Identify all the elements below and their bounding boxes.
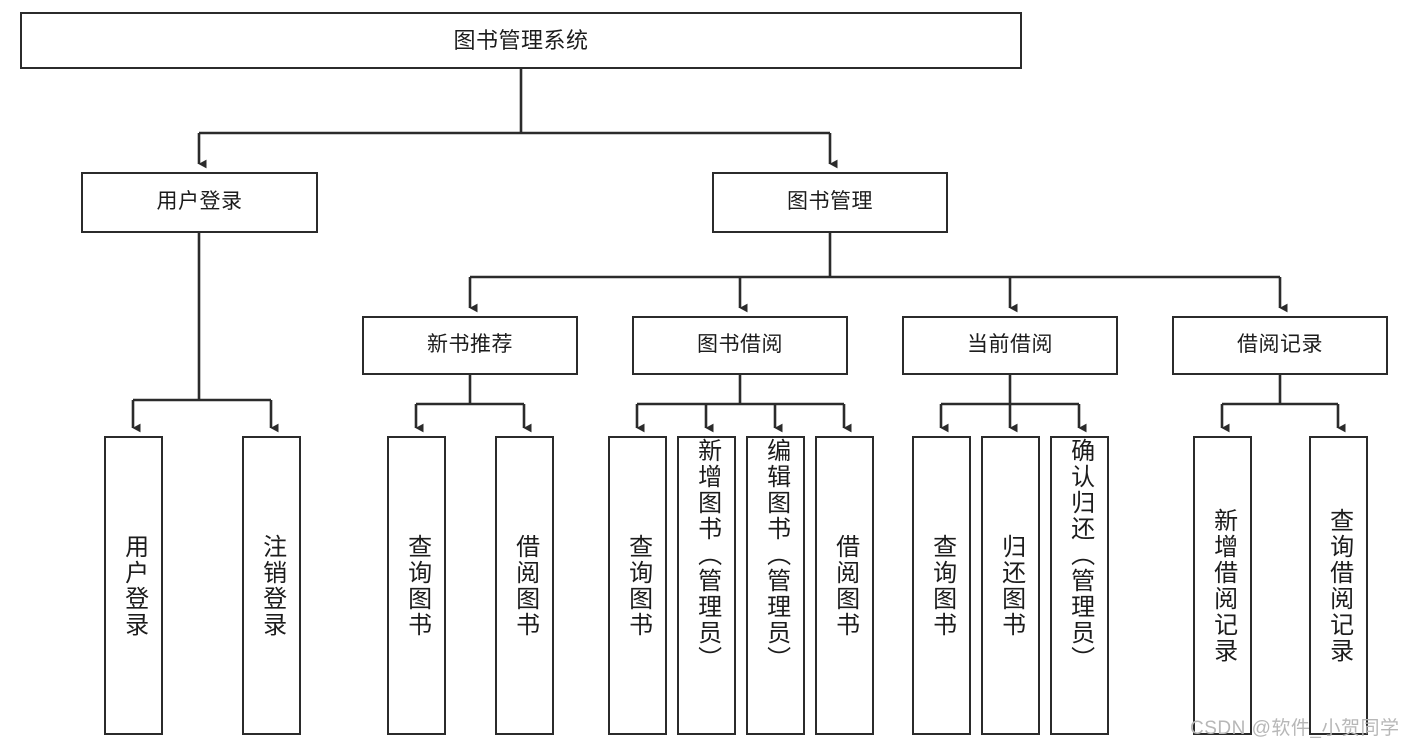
leaf-book-borrow-borrow-label: 借阅图书 [831, 533, 859, 638]
leaf-user-login-login[interactable]: 用户登录 [104, 436, 163, 735]
leaf-current-borrow-confirm[interactable]: 确认归还（管理员） [1050, 436, 1109, 735]
node-book-management[interactable]: 图书管理 [712, 172, 948, 233]
node-user-login-label: 用户登录 [156, 190, 243, 214]
watermark: CSDN @软件_小贺同学 [1190, 718, 1400, 739]
leaf-current-borrow-query-label: 查询图书 [928, 533, 956, 638]
leaf-book-borrow-edit-label: 编辑图书（管理员） [762, 438, 790, 672]
node-borrow-record-label: 借阅记录 [1237, 333, 1323, 357]
leaf-book-borrow-add[interactable]: 新增图书（管理员） [677, 436, 736, 735]
node-new-book-recommend[interactable]: 新书推荐 [362, 316, 578, 375]
node-book-management-label: 图书管理 [787, 190, 873, 214]
node-book-borrow[interactable]: 图书借阅 [632, 316, 848, 375]
leaf-borrow-record-add[interactable]: 新增借阅记录 [1193, 436, 1252, 735]
node-current-borrow-label: 当前借阅 [967, 333, 1053, 357]
node-current-borrow[interactable]: 当前借阅 [902, 316, 1118, 375]
leaf-user-login-logout[interactable]: 注销登录 [242, 436, 301, 735]
leaf-current-borrow-query[interactable]: 查询图书 [912, 436, 971, 735]
node-borrow-record[interactable]: 借阅记录 [1172, 316, 1388, 375]
leaf-borrow-record-query[interactable]: 查询借阅记录 [1309, 436, 1368, 735]
leaf-new-book-borrow[interactable]: 借阅图书 [495, 436, 554, 735]
leaf-user-login-login-label: 用户登录 [120, 533, 148, 638]
leaf-current-borrow-confirm-label: 确认归还（管理员） [1066, 438, 1094, 672]
leaf-current-borrow-return-label: 归还图书 [997, 533, 1025, 638]
node-root[interactable]: 图书管理系统 [20, 12, 1022, 69]
leaf-book-borrow-borrow[interactable]: 借阅图书 [815, 436, 874, 735]
leaf-borrow-record-add-label: 新增借阅记录 [1209, 507, 1237, 664]
leaf-new-book-query[interactable]: 查询图书 [387, 436, 446, 735]
node-book-borrow-label: 图书借阅 [697, 333, 783, 357]
leaf-new-book-borrow-label: 借阅图书 [511, 533, 539, 638]
leaf-book-borrow-query-label: 查询图书 [624, 533, 652, 638]
leaf-book-borrow-add-label: 新增图书（管理员） [693, 438, 721, 672]
node-new-book-recommend-label: 新书推荐 [427, 333, 513, 357]
node-user-login[interactable]: 用户登录 [81, 172, 318, 233]
node-root-label: 图书管理系统 [453, 27, 589, 53]
leaf-book-borrow-edit[interactable]: 编辑图书（管理员） [746, 436, 805, 735]
leaf-new-book-query-label: 查询图书 [403, 533, 431, 638]
leaf-user-login-logout-label: 注销登录 [258, 533, 286, 638]
leaf-book-borrow-query[interactable]: 查询图书 [608, 436, 667, 735]
leaf-borrow-record-query-label: 查询借阅记录 [1325, 507, 1353, 664]
leaf-current-borrow-return[interactable]: 归还图书 [981, 436, 1040, 735]
